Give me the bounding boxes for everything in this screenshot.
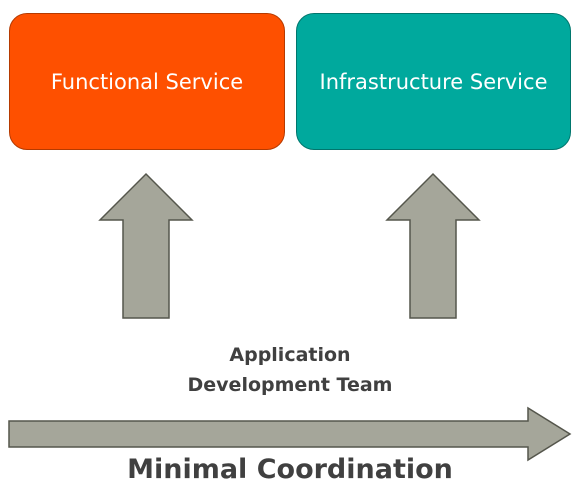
up-arrow-functional [98, 172, 194, 319]
team-label-line1: Application [229, 344, 351, 366]
infrastructure-service-box: Infrastructure Service [296, 13, 571, 150]
team-label-line2: Development Team [187, 374, 393, 396]
right-arrow-coordination [8, 406, 572, 462]
up-arrow-infrastructure [385, 172, 481, 319]
functional-service-label: Functional Service [50, 69, 244, 94]
minimal-coordination-label: Minimal Coordination [127, 454, 453, 485]
functional-service-box: Functional Service [9, 13, 285, 150]
infrastructure-service-label: Infrastructure Service [319, 69, 548, 94]
